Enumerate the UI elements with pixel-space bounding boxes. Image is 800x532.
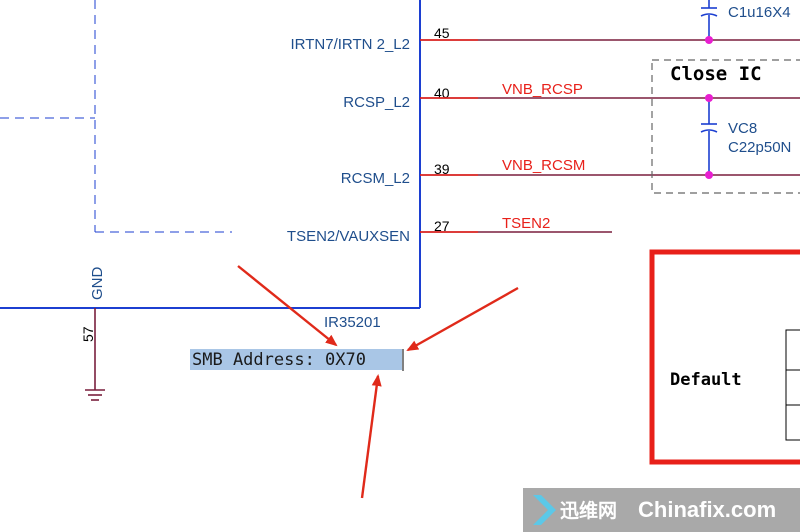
inner-dashed-outline (0, 0, 232, 233)
pin-number-39: 39 (434, 161, 450, 177)
default-label: Default (670, 370, 742, 390)
arrow-from-bottom (360, 374, 382, 499)
junction-dot (705, 36, 713, 44)
chip-part-number: IR35201 (324, 314, 381, 331)
ground-symbol (85, 308, 105, 401)
vc8-value-label: C22p50N (728, 139, 791, 156)
smb-address-text: SMB Address: 0X70 (192, 350, 366, 370)
arrow-from-top-left (237, 265, 338, 347)
top-capacitor-label: C1u16X4 (728, 4, 791, 21)
close-ic-box (651, 59, 800, 194)
watermark-logo-icon (533, 495, 556, 525)
arrow-from-top-right (406, 286, 519, 352)
pin-number-40: 40 (434, 85, 450, 101)
ic-body (0, 0, 421, 309)
watermark: 迅维网 Chinafix.com (523, 488, 800, 532)
pin-number-27: 27 (434, 218, 450, 234)
top-capacitor-symbol (700, 0, 718, 40)
junction-dot (705, 171, 713, 179)
junctions (705, 36, 713, 179)
net-label-vnb-rcsp: VNB_RCSP (502, 81, 583, 98)
pin-name-rcsm: RCSM_L2 (341, 170, 410, 187)
watermark-en-text: Chinafix.com (638, 497, 776, 522)
vc8-capacitor-symbol (700, 98, 718, 175)
watermark-cn-text: 迅维网 (560, 499, 617, 522)
junction-dot (705, 94, 713, 102)
default-box (649, 249, 800, 465)
net-label-vnb-rcsm: VNB_RCSM (502, 157, 585, 174)
close-ic-label: Close IC (670, 63, 762, 85)
gnd-pin-label: GND (89, 267, 106, 301)
vc8-ref-label: VC8 (728, 120, 757, 137)
pin-name-irtn: IRTN7/IRTN 2_L2 (291, 36, 411, 53)
pin-name-tsen: TSEN2/VAUXSEN (287, 228, 410, 245)
pin-number-45: 45 (434, 25, 450, 41)
gnd-pin-number: 57 (80, 326, 96, 342)
annotation-arrows (237, 265, 519, 499)
pin-name-rcsp: RCSP_L2 (343, 94, 410, 111)
pin-stubs (420, 39, 478, 233)
smb-address-highlight (190, 349, 402, 370)
net-label-tsen2: TSEN2 (502, 215, 550, 232)
